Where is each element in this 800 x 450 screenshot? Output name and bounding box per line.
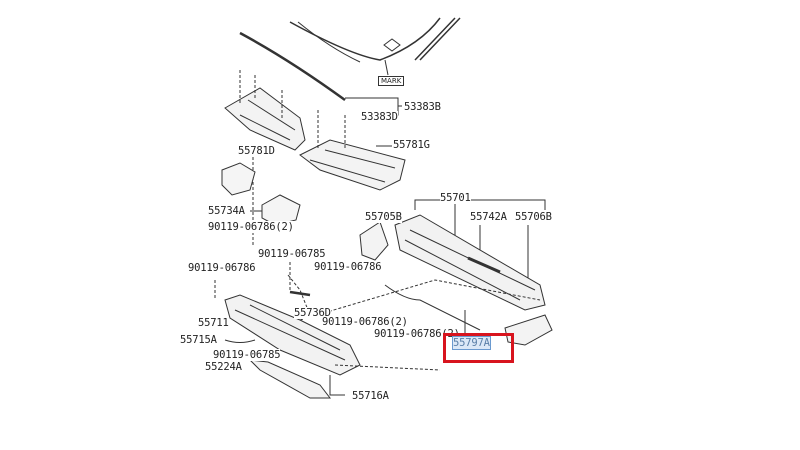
panel-55224A — [248, 359, 332, 399]
part-label-55224a[interactable]: 55224A — [205, 361, 242, 373]
part-label-bolt-5[interactable]: 90119-06786(2) — [322, 316, 408, 328]
part-label-55734a[interactable]: 55734A — [208, 205, 245, 217]
cowl-panel-left — [224, 87, 306, 151]
windshield-edge — [297, 21, 361, 63]
part-label-bolt-6[interactable]: 90119-06786(2) — [374, 328, 460, 340]
part-label-55711[interactable]: 55711 — [198, 317, 229, 329]
highlight-box — [443, 333, 514, 363]
mark-symbol — [383, 38, 401, 52]
cowl-seal — [239, 31, 346, 102]
side-molding — [414, 17, 461, 61]
part-label-55736d[interactable]: 55736D — [294, 307, 331, 319]
cowl-panel-assembly — [394, 214, 546, 311]
seal-55742A — [467, 256, 501, 274]
cowl-panel-right — [299, 139, 406, 191]
part-label-55705b[interactable]: 55705B — [365, 211, 402, 223]
part-label-55781g[interactable]: 55781G — [393, 139, 430, 151]
mark-label: MARK — [378, 76, 405, 86]
part-label-55706b[interactable]: 55706B — [515, 211, 552, 223]
part-label-bolt-3[interactable]: 90119-06786 — [188, 262, 256, 274]
windshield-molding — [289, 17, 441, 61]
part-label-bolt-7[interactable]: 90119-06785 — [213, 349, 281, 361]
bracket-55734 — [221, 162, 256, 196]
part-label-bolt-2[interactable]: 90119-06785 — [258, 248, 326, 260]
part-label-bolt-4[interactable]: 90119-06786 — [314, 261, 382, 273]
wire-55715A — [224, 339, 256, 343]
part-label-55701[interactable]: 55701 — [440, 192, 471, 204]
part-label-53383d[interactable]: 53383D — [361, 111, 398, 123]
cowl-side-55705B — [359, 221, 389, 261]
bracket-55706B — [504, 314, 553, 346]
part-label-55715a[interactable]: 55715A — [180, 334, 217, 346]
cowl-lower-panel — [224, 294, 361, 376]
part-label-55797a-highlighted[interactable]: 55797A — [452, 336, 491, 350]
part-label-55742a[interactable]: 55742A — [470, 211, 507, 223]
part-label-55781d[interactable]: 55781D — [238, 145, 275, 157]
part-label-bolt-1[interactable]: 90119-06786(2) — [208, 221, 294, 233]
part-label-55716a[interactable]: 55716A — [352, 390, 389, 402]
part-label-53383b[interactable]: 53383B — [404, 101, 441, 113]
